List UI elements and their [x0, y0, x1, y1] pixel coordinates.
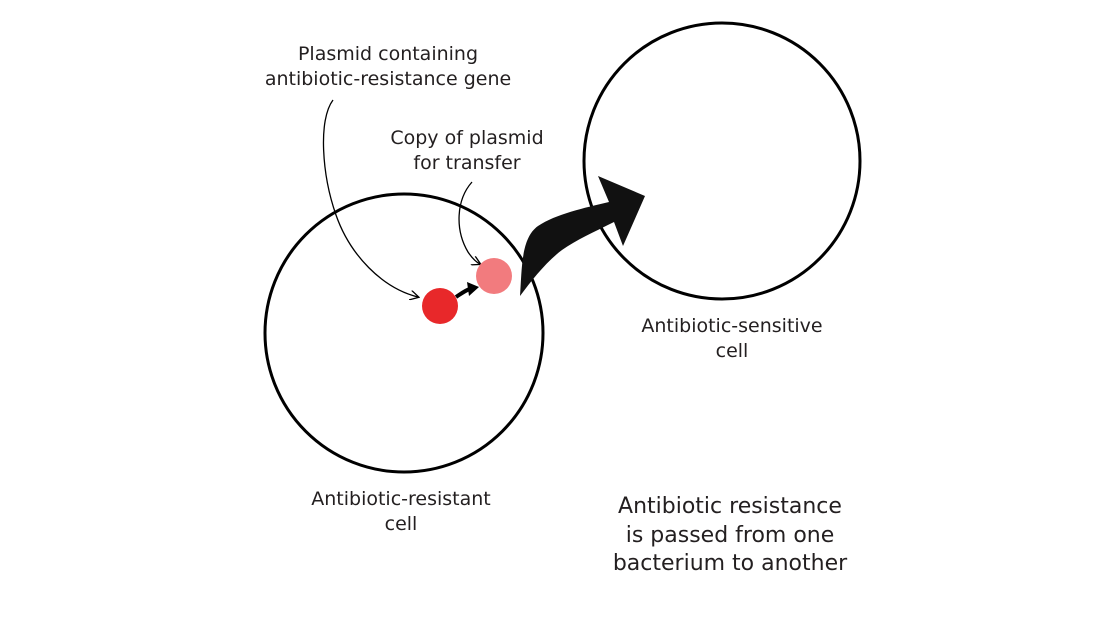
- replication-arrow: [454, 287, 471, 299]
- plasmid-leader-line: [322, 99, 418, 297]
- sensitive-cell-outline: [582, 21, 862, 301]
- copy-leader-line: [458, 181, 480, 264]
- plasmid: [422, 288, 458, 324]
- caption: Antibiotic resistance is passed from one…: [612, 494, 848, 577]
- resistant-cell-outline: [263, 192, 545, 474]
- resistant-cell-label: Antibiotic-resistant cell: [311, 488, 491, 536]
- replication-arrowhead: [467, 282, 479, 296]
- plasmid-copy-label: Copy of plasmid for transfer: [390, 127, 544, 175]
- sensitive-cell-label: Antibiotic-sensitive cell: [641, 315, 823, 363]
- transfer-arrow: [520, 176, 645, 296]
- plasmid-label: Plasmid containing antibiotic-resistance…: [264, 43, 512, 91]
- plasmid-copy: [476, 258, 512, 294]
